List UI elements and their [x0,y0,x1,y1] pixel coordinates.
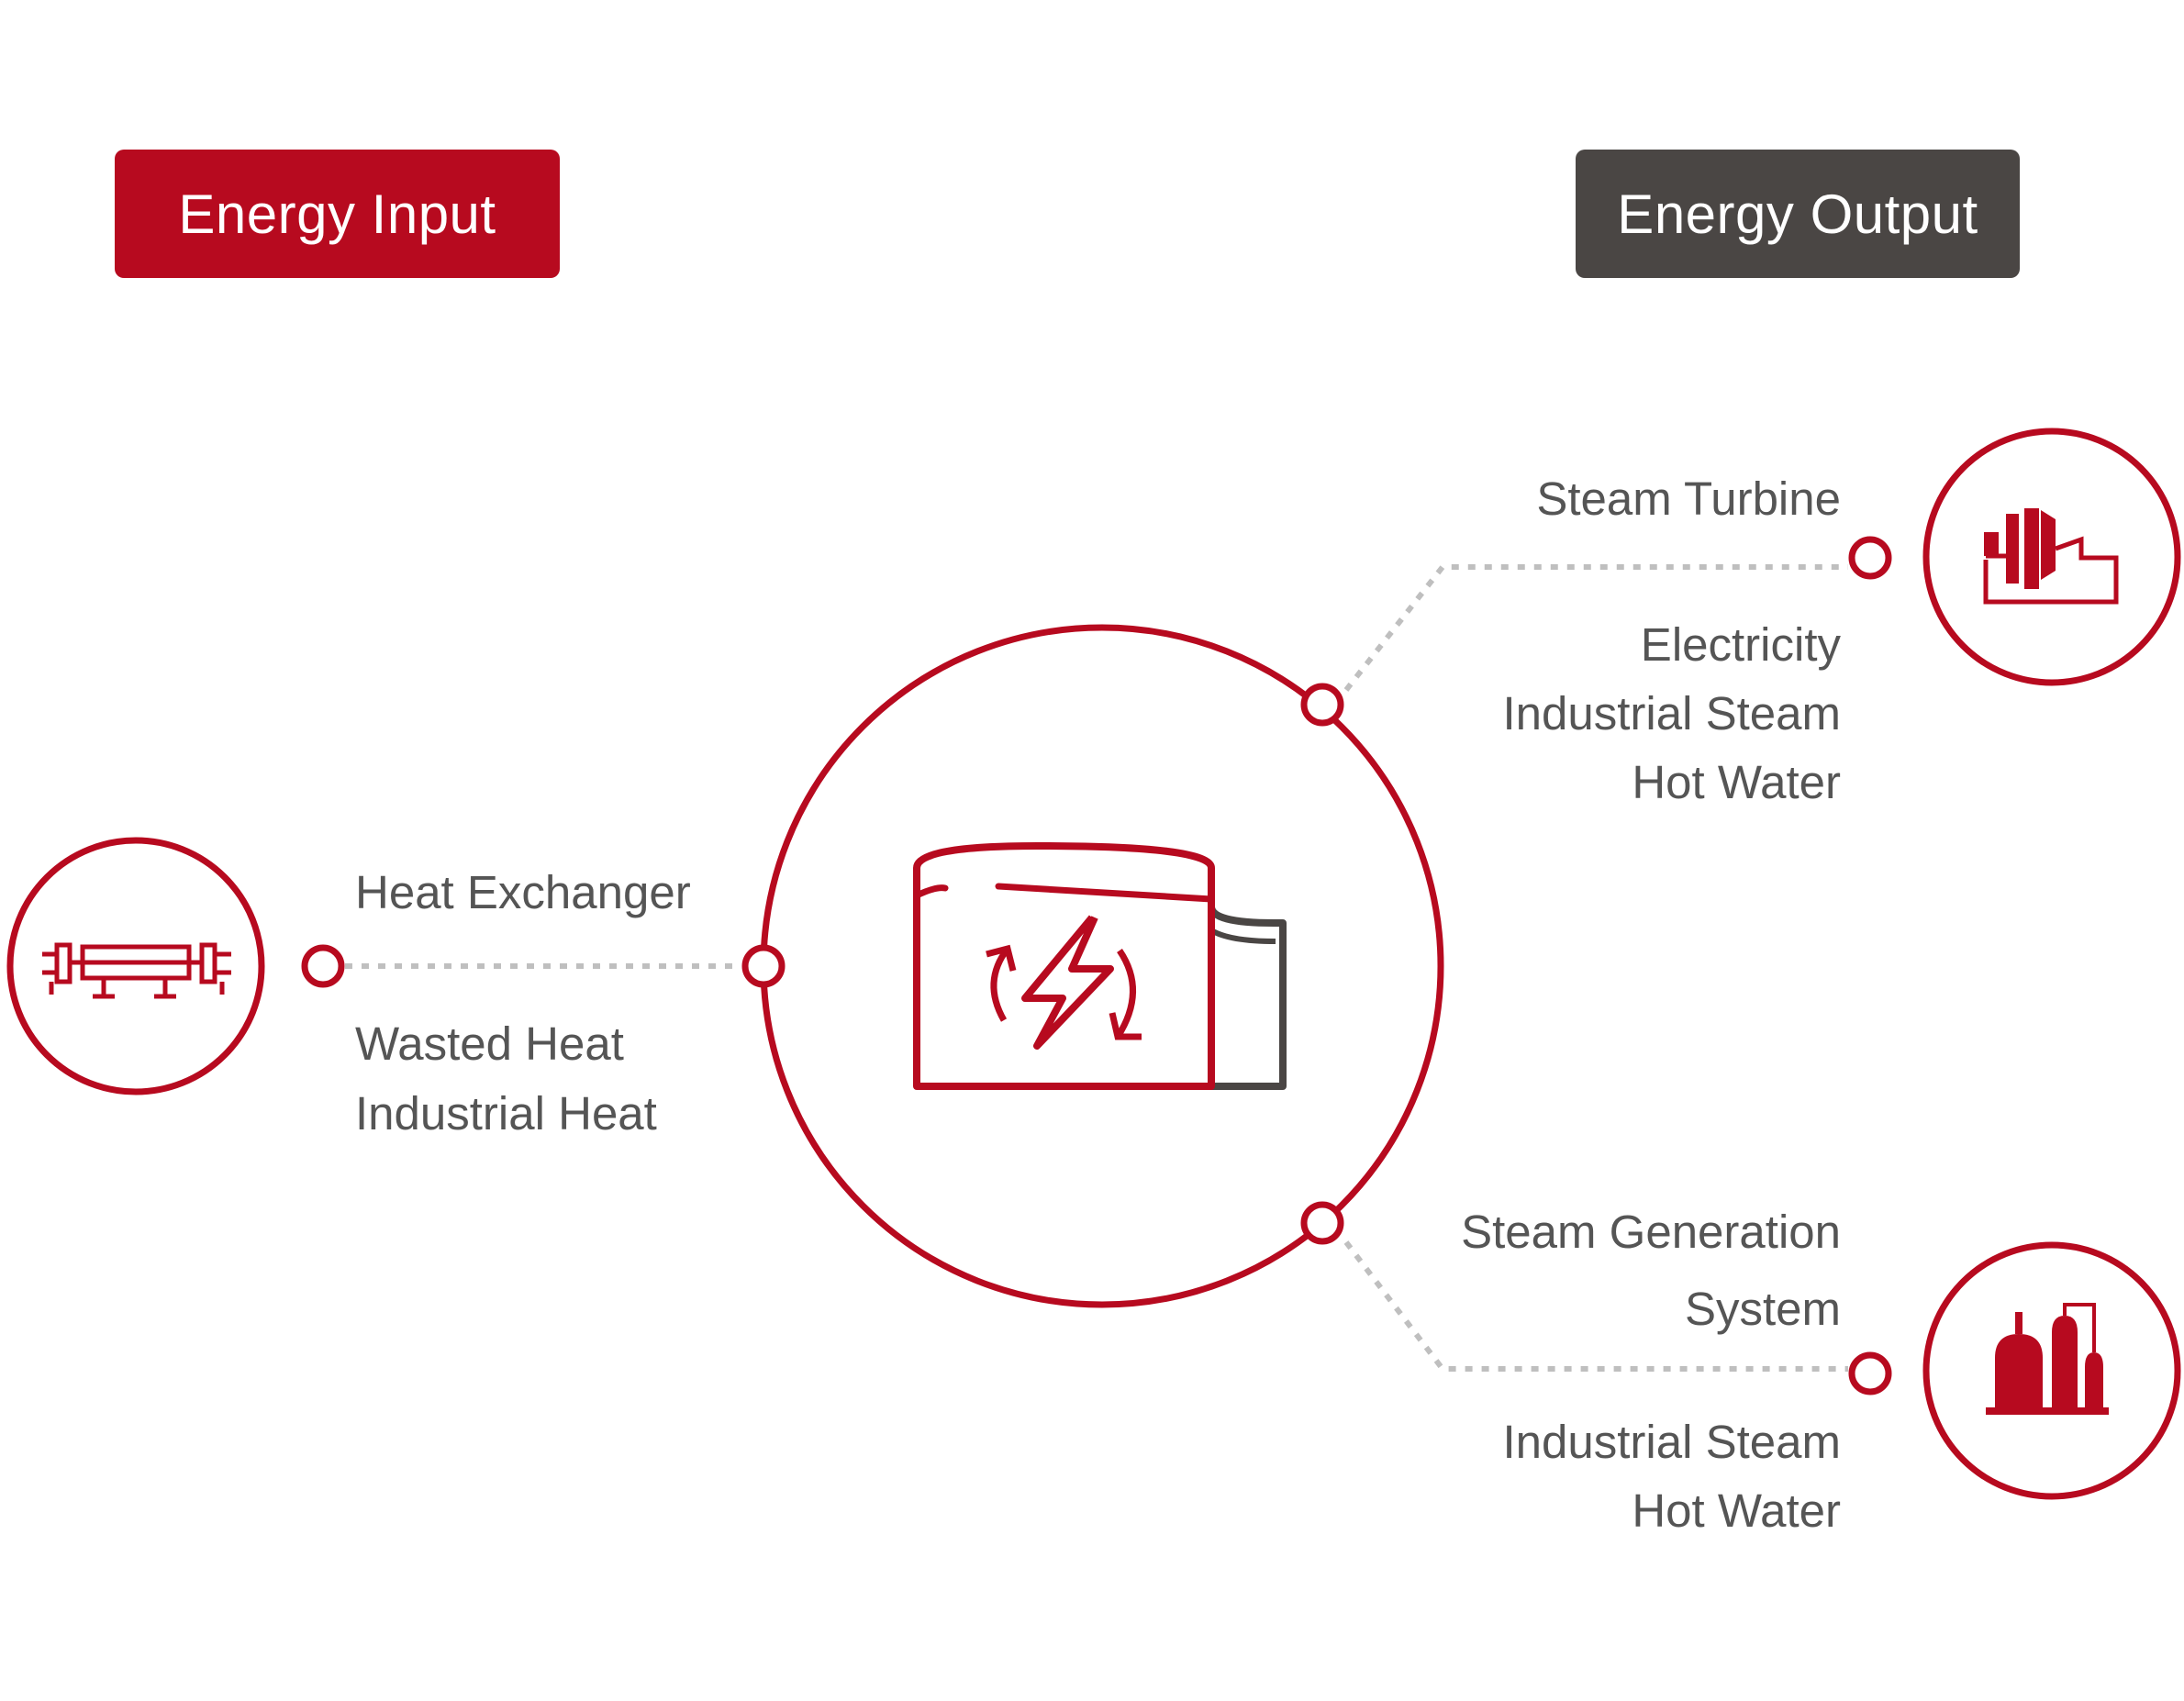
input-line-industrial-heat: Industrial Heat [355,1087,657,1140]
steam-system-title-line2: System [1684,1283,1841,1335]
junction-dot-input [301,944,345,988]
junction-dot-turbine [1848,536,1892,580]
steam-turbine-title: Steam Turbine [1536,472,1841,525]
energy-input-badge: Energy Input [115,150,560,278]
heat-exchanger-node [6,837,265,1095]
junction-dot-center-top [1300,683,1344,727]
connector-turbine-line [1343,564,1848,692]
turbine-line-electricity: Electricity [1640,618,1841,671]
heat-exchanger-title: Heat Exchanger [355,866,691,918]
connector-lines [345,564,1848,1372]
junction-dot-center-bottom [1300,1201,1344,1245]
steam-plant-icon [1986,1303,2109,1415]
steam-turbine-icon [1983,508,2119,605]
turbine-line-industrial-steam: Industrial Steam [1502,687,1841,739]
turbine-line-hot-water: Hot Water [1632,756,1841,808]
energy-output-badge: Energy Output [1576,150,2020,278]
connector-steam-system-line [1343,1240,1848,1372]
junction-dot-center-left [741,944,786,988]
junction-dots [301,536,1892,1395]
steam-turbine-node [1922,428,2181,686]
steam-plant-node [1922,1241,2181,1500]
input-line-wasted-heat: Wasted Heat [355,1017,624,1070]
steam-system-line-hot-water: Hot Water [1632,1484,1841,1537]
energy-storage-tank-icon [913,842,1287,1090]
steam-system-title-line1: Steam Generation [1461,1206,1841,1258]
junction-dot-steam-system [1848,1351,1892,1395]
steam-system-line-industrial-steam: Industrial Steam [1502,1416,1841,1468]
heat-exchanger-icon [42,942,231,999]
